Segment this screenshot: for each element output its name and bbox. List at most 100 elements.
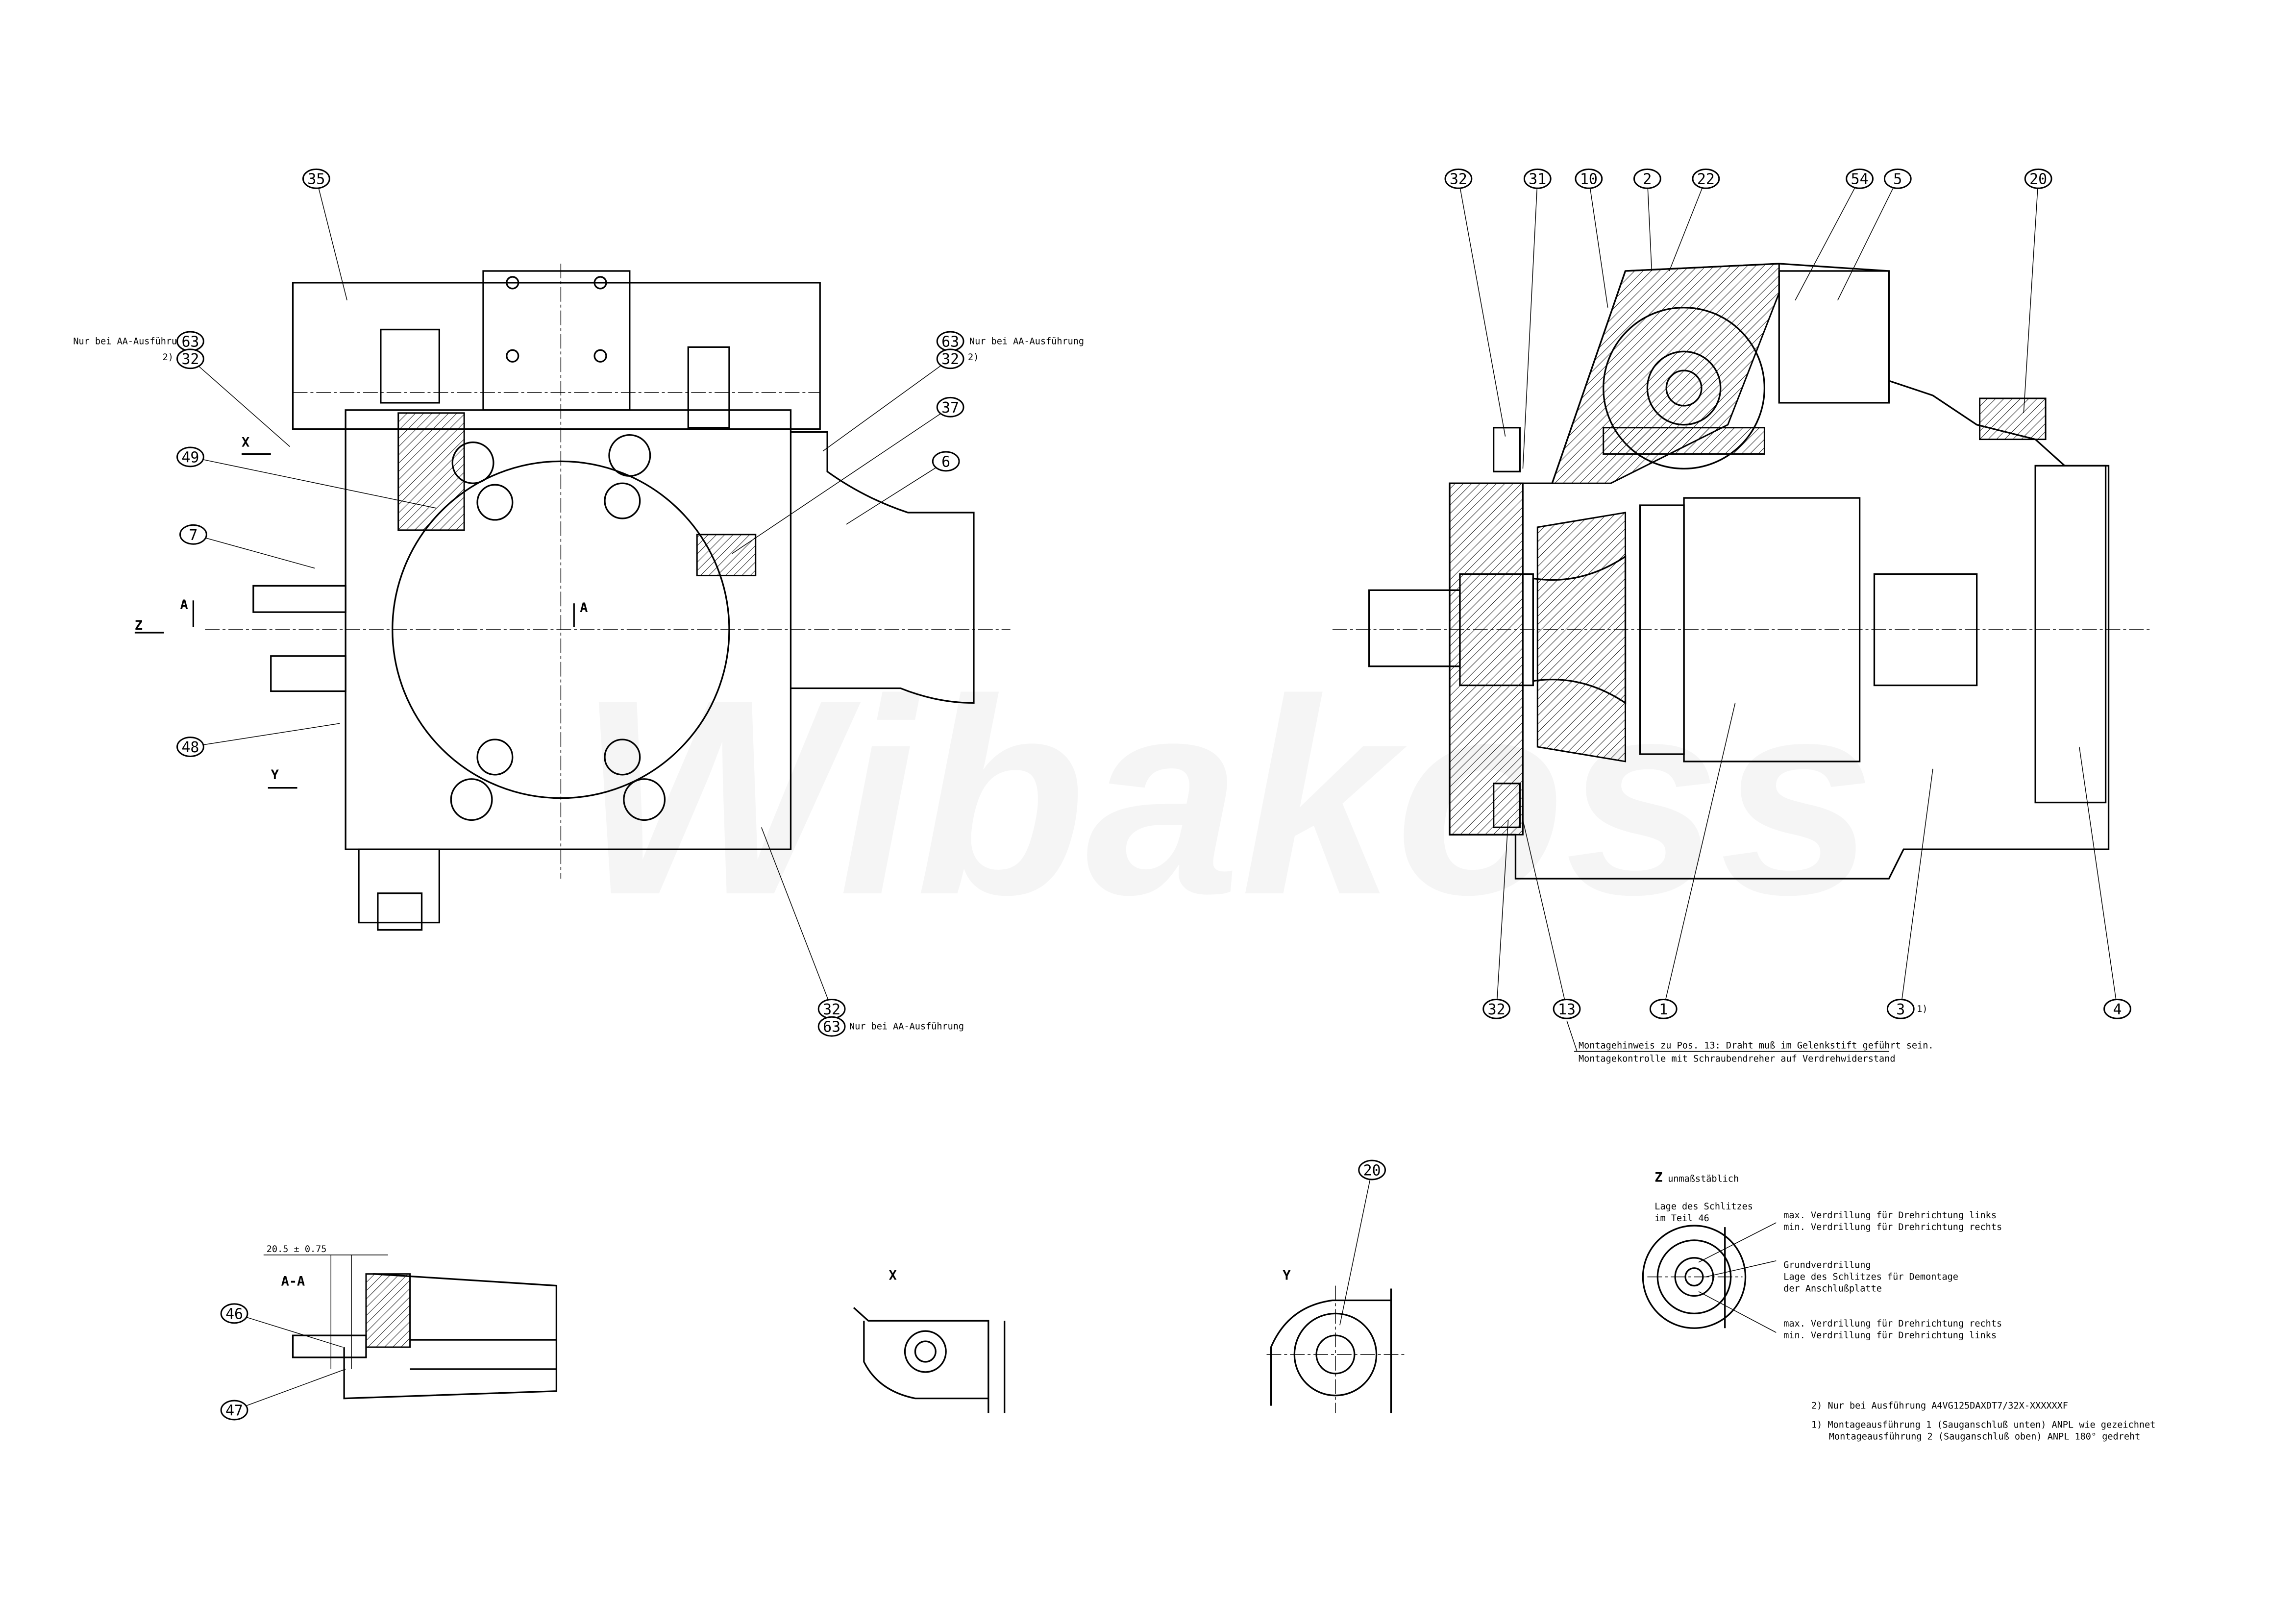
- leader-line: [761, 827, 832, 1009]
- leader-line: [190, 456, 437, 509]
- footnote-1b: Montageausführung 2 (Sauganschluß oben) …: [1829, 1431, 2140, 1442]
- item-balloon: [936, 348, 964, 369]
- leader-line: [1647, 178, 1653, 271]
- leader-line: [1339, 1170, 1373, 1326]
- item-balloon: [220, 1303, 248, 1324]
- leader-line: [2079, 746, 2118, 1009]
- callout-top-line1: max. Verdrillung für Drehrichtung links: [1783, 1210, 1997, 1221]
- leader-line: [1795, 178, 1860, 301]
- leader-line: [2023, 178, 2039, 413]
- item-balloon: [1883, 168, 1912, 189]
- view-x-title: X: [889, 1268, 897, 1283]
- item-number: 63: [181, 333, 199, 350]
- view-z-detail: Z unmaßstäblich Lage des Schlitzes im Te…: [1642, 1170, 2002, 1341]
- leader-line: [822, 358, 951, 452]
- item-number: 20: [1363, 1162, 1381, 1180]
- leader-line: [1458, 178, 1506, 437]
- footnotes: 2) Nur bei Ausführung A4VG125DAXDT7/32X-…: [1811, 1401, 2155, 1442]
- item-balloon: [1633, 168, 1661, 189]
- item-balloon: [1692, 168, 1720, 189]
- view-x: X: [853, 1268, 1006, 1413]
- leader-line: [190, 358, 291, 447]
- item-number: 22: [1697, 171, 1715, 188]
- callout-bottom-line2: min. Verdrillung für Drehrichtung links: [1783, 1330, 1997, 1341]
- leader-line: [1900, 768, 1933, 1009]
- assembly-note-line2: Montagekontrolle mit Schraubendreher auf…: [1579, 1054, 1896, 1064]
- item-balloon: [1649, 998, 1678, 1019]
- callout-bottom-line1: max. Verdrillung für Drehrichtung rechts: [1783, 1319, 2002, 1329]
- view-arrow-y-label: Y: [271, 767, 279, 783]
- note-aa-right: Nur bei AA-Ausführung: [969, 336, 1084, 346]
- item-number: 47: [225, 1403, 243, 1420]
- section-aa-title: A-A: [281, 1274, 305, 1289]
- view-y: Y: [1266, 1268, 1406, 1413]
- item-balloon: [817, 1016, 846, 1037]
- view-z-subtitle: unmaßstäblich: [1668, 1174, 1739, 1184]
- item-balloon: [1553, 998, 1581, 1019]
- item-balloon: [2103, 998, 2131, 1019]
- leader-line: [732, 407, 951, 554]
- leader-line: [316, 178, 347, 300]
- item-balloon: [1886, 998, 1915, 1019]
- item-number: 54: [1851, 171, 1869, 188]
- item-balloon: [302, 168, 330, 189]
- view-y-title: Y: [1283, 1268, 1291, 1283]
- item-number: 10: [1580, 171, 1598, 188]
- footnote-2: 2) Nur bei Ausführung A4VG125DAXDT7/32X-…: [1811, 1401, 2068, 1411]
- leader-line: [190, 723, 340, 747]
- item-balloon: [176, 446, 204, 468]
- item-balloon: [936, 396, 964, 418]
- leader-line: [1522, 178, 1538, 469]
- item-number: 6: [941, 453, 950, 470]
- item-balloon: [176, 737, 204, 757]
- section-aa-dimension: 20.5 ± 0.75: [267, 1244, 327, 1255]
- item-number: 4: [2113, 1001, 2122, 1018]
- right-view-pump-section: Montagehinweis zu Pos. 13: Draht muß im …: [1332, 263, 2153, 1064]
- leader-line: [1669, 178, 1706, 271]
- item-number: 32: [823, 1001, 840, 1018]
- item-number: 3: [1896, 1001, 1905, 1018]
- item-number: 13: [1558, 1001, 1576, 1018]
- view-arrow-x-label: X: [242, 435, 249, 450]
- view-z-title: Z: [1654, 1170, 1662, 1185]
- note-aa-left: Nur bei AA-Ausführung: [73, 336, 188, 346]
- callout-mid-line2: Lage des Schlitzes für Demontage: [1783, 1272, 1958, 1282]
- section-arrow-a-label: A: [180, 597, 188, 613]
- item-number: 31: [1529, 171, 1546, 188]
- leader-line: [234, 1313, 343, 1348]
- callout-mid-line3: der Anschlußplatte: [1783, 1284, 1882, 1294]
- item-balloon: [1444, 168, 1473, 189]
- note-aa-bottom: Nur bei AA-Ausführung: [849, 1022, 964, 1032]
- item-balloon: [1846, 168, 1874, 189]
- item-number: 63: [823, 1019, 840, 1036]
- watermark-logo: Wibakoss: [578, 642, 1875, 953]
- item-balloon: [220, 1400, 248, 1421]
- item-balloon: [176, 348, 204, 369]
- view-arrow-z-label: Z: [135, 618, 143, 633]
- callout-mid-line1: Grundverdrillung: [1783, 1260, 1871, 1271]
- left-view-pump-front: [205, 264, 1011, 931]
- leader-line: [1522, 820, 1567, 1009]
- item-number: 20: [2029, 171, 2047, 188]
- item-number: 32: [941, 351, 959, 368]
- footnote-mark: 2): [163, 352, 173, 363]
- assembly-note-line1: Montagehinweis zu Pos. 13: Draht muß im …: [1579, 1041, 1934, 1051]
- item-number: 49: [181, 449, 199, 466]
- footnote-mark: 1): [1917, 1004, 1927, 1014]
- leader-line: [846, 461, 946, 525]
- callout-top-line2: min. Verdrillung für Drehrichtung rechts: [1783, 1222, 2002, 1232]
- item-number: 32: [1450, 171, 1467, 188]
- section-arrow-a-label: A: [580, 600, 588, 615]
- leader-line: [1837, 178, 1898, 301]
- item-number: 2: [1643, 171, 1652, 188]
- leader-line: [1663, 703, 1736, 1009]
- item-number: 35: [307, 171, 325, 188]
- item-balloon: [1575, 168, 1603, 189]
- item-balloon: [2024, 168, 2052, 189]
- footnote-mark: 2): [968, 352, 979, 363]
- leader-line: [193, 534, 315, 569]
- item-number: 32: [1488, 1001, 1506, 1018]
- footnote-1a: 1) Montageausführung 1 (Sauganschluß unt…: [1811, 1420, 2155, 1430]
